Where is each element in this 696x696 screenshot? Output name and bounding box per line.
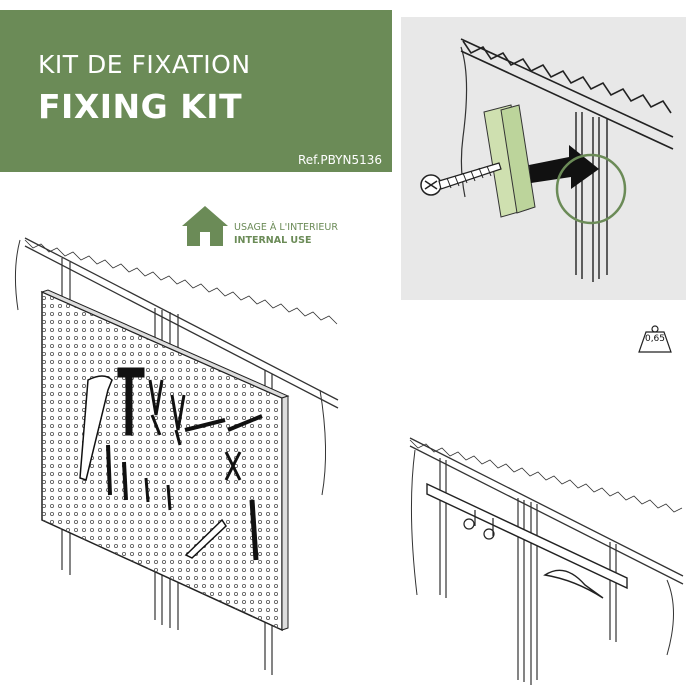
usage-label-french: USAGE À L'INTERIEUR	[234, 222, 338, 233]
internal-use-badge: USAGE À L'INTERIEUR INTERNAL USE	[180, 204, 350, 250]
weight-value: 0,65	[644, 334, 666, 344]
tools-on-board	[79, 367, 263, 561]
saw-icon	[79, 375, 113, 481]
pipe-wrench-icon	[249, 499, 259, 561]
weight-badge: 0,65	[638, 325, 672, 353]
hanging-bar-illustration	[409, 437, 684, 685]
wrench-icon	[106, 444, 112, 496]
hanging-bar	[426, 482, 628, 590]
pliers-icon	[148, 379, 164, 436]
product-reference: Ref.PBYN5136	[297, 153, 382, 167]
screw-icon	[420, 162, 502, 196]
highlight-circle	[555, 153, 627, 225]
screw-detail-panel	[401, 17, 686, 300]
weight-icon	[638, 325, 672, 353]
title-banner: KIT DE FIXATION FIXING KIT Ref.PBYN5136	[0, 10, 392, 172]
hammer-icon	[117, 367, 145, 378]
square-ruler-icon	[184, 518, 227, 559]
scissors-icon	[224, 451, 242, 481]
usage-label-english: INTERNAL USE	[234, 235, 312, 246]
pegboard-illustration	[14, 237, 339, 675]
title-english: FIXING KIT	[38, 87, 243, 126]
screw-detail-illustration	[420, 38, 674, 282]
vertical-uprights	[575, 112, 608, 282]
house-icon	[182, 206, 228, 246]
wall-plug	[483, 104, 536, 218]
rail-lattice	[460, 38, 674, 150]
coat-hanger-icon	[543, 569, 604, 599]
title-french: KIT DE FIXATION	[38, 50, 251, 79]
hooks-icon	[463, 510, 495, 540]
